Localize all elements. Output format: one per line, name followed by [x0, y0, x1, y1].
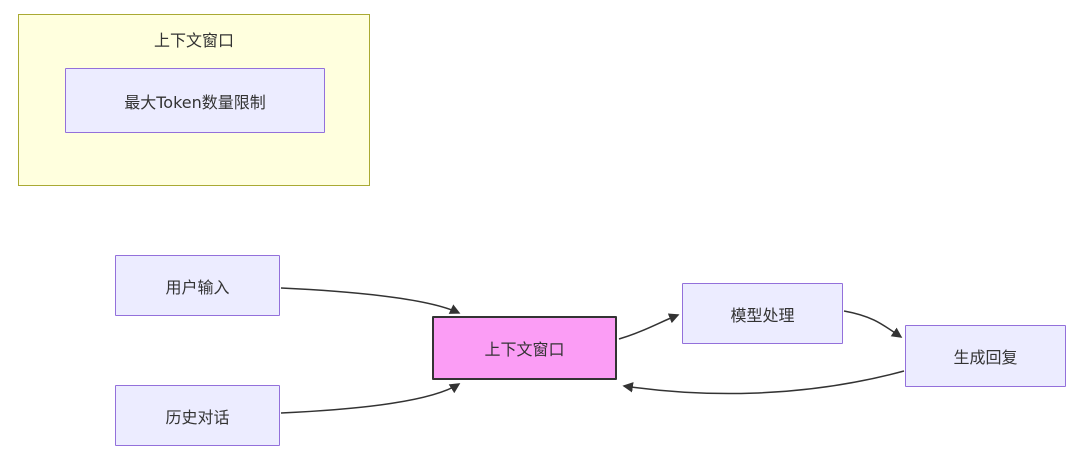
node-context-window: 上下文窗口	[432, 316, 617, 380]
node-user-input-label: 用户输入	[165, 277, 230, 297]
node-max-token-limit: 最大Token数量限制	[65, 68, 325, 133]
node-history-dialog: 历史对话	[115, 385, 280, 446]
cluster-title: 上下文窗口	[153, 31, 234, 50]
node-context-window-label: 上下文窗口	[484, 340, 565, 359]
edge-model-processing-to-generate-reply	[843, 310, 903, 338]
node-model-processing-label: 模型处理	[730, 305, 795, 325]
node-history-dialog-label: 历史对话	[165, 407, 230, 427]
node-user-input: 用户输入	[115, 255, 280, 316]
edge-context-window-to-model-processing	[618, 313, 680, 340]
edge-generate-reply-to-context-window	[622, 370, 905, 395]
node-model-processing: 模型处理	[682, 283, 843, 344]
node-generate-reply-label: 生成回复	[953, 348, 1018, 367]
node-generate-reply: 生成回复	[905, 325, 1066, 387]
edge-user-input-to-context-window	[280, 287, 461, 314]
node-max-token-limit-label: 最大Token数量限制	[124, 92, 266, 112]
edge-history-dialog-to-context-window	[280, 383, 461, 414]
